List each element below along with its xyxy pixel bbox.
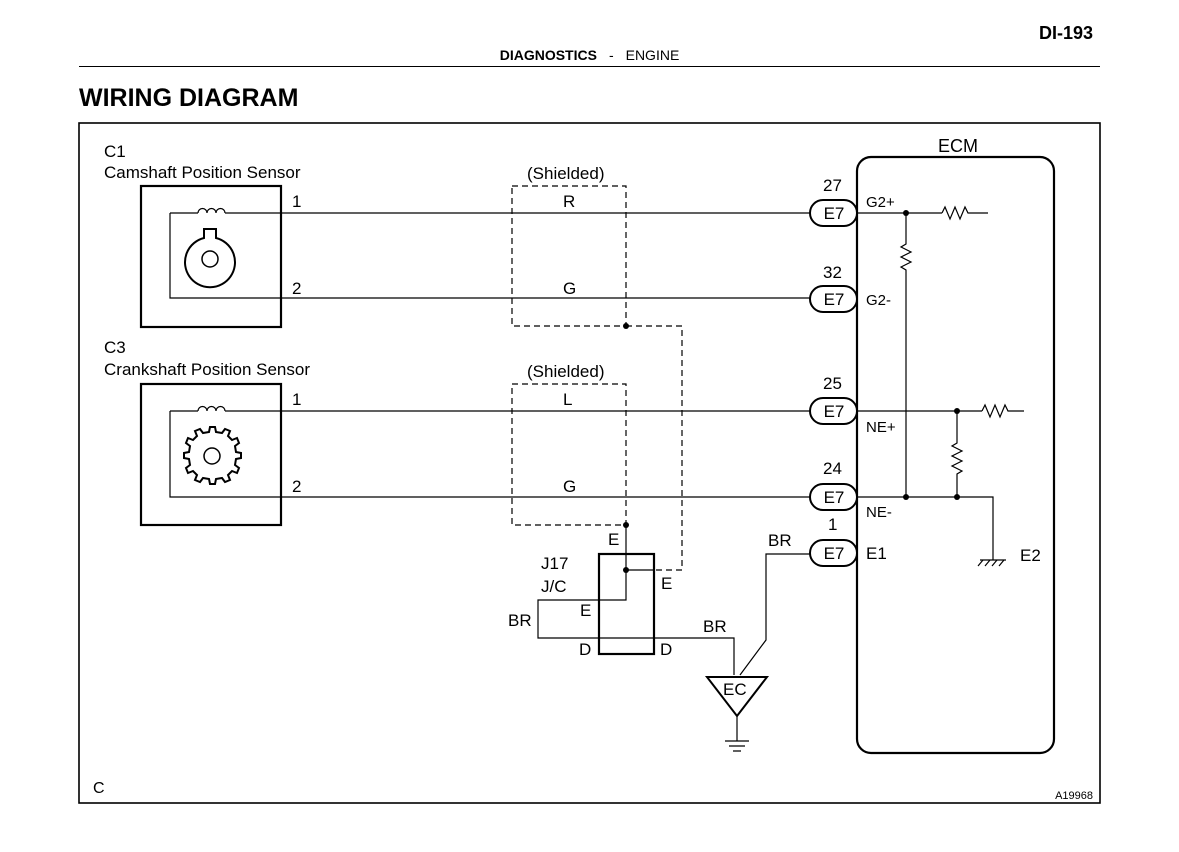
cam-shield-label: (Shielded): [527, 164, 605, 183]
header-section: DIAGNOSTICS: [499, 47, 597, 63]
ecm-internal-circuit: [857, 205, 1024, 560]
wire-e1-to-ec: [739, 553, 812, 676]
diagram-frame: [78, 122, 1101, 804]
connector-pin-number: 32: [823, 263, 842, 282]
g2-pull-resistor-icon: [899, 213, 913, 497]
cam-pin1-label: 1: [292, 192, 301, 211]
jc-pin-bottom-right-label: D: [660, 640, 672, 659]
crank-sensor-name: Crankshaft Position Sensor: [104, 360, 310, 379]
jc-pin-bottom-left-label: D: [579, 640, 591, 659]
ne-resistor-icon: [981, 403, 1024, 419]
crank-wire1-color: L: [563, 390, 572, 409]
cam-sensor-box: [139, 184, 283, 329]
connector-code: E7: [824, 402, 845, 421]
cam-sensor-code: C1: [104, 142, 126, 161]
connector-pin-number: 25: [823, 374, 842, 393]
jc-code: J17: [541, 554, 568, 573]
jc-pin-top-label: E: [608, 530, 619, 549]
terminal-label: NE+: [866, 419, 896, 436]
terminal-label: NE-: [866, 504, 892, 521]
crank-sensor-coil-icon: [169, 405, 506, 498]
page-title: WIRING DIAGRAM: [79, 84, 299, 112]
e1-wire-color: BR: [768, 531, 792, 550]
header-separator: -: [608, 47, 614, 63]
cam-wire2-color: G: [563, 279, 576, 298]
crank-wire2-color: G: [563, 477, 576, 496]
crank-rotor-icon: [183, 426, 242, 485]
ec-ground-triangle: [704, 676, 770, 718]
connector-pin-number: 24: [823, 459, 842, 478]
cam-shield-drain-wire: [626, 325, 683, 571]
cam-pin2-label: 2: [292, 279, 301, 298]
connector-code: E7: [824, 488, 845, 507]
ec-label: EC: [723, 680, 747, 699]
g2-resistor-icon: [941, 205, 988, 221]
jc-pin-left-label: E: [580, 601, 591, 620]
terminal-label: G2-: [866, 292, 891, 309]
connector-code: E7: [824, 204, 845, 223]
connector-e7-g2minus: 32 E7 G2-: [809, 263, 891, 313]
cam-wire1-color: R: [563, 192, 575, 211]
cam-rotor-icon: [184, 228, 236, 289]
crank-shield-drain-wire: [537, 525, 627, 639]
connector-code: E7: [824, 544, 845, 563]
page-header: DIAGNOSTICS-ENGINE: [0, 47, 1179, 63]
cam-sensor-coil-icon: [169, 207, 506, 299]
connector-code: E7: [824, 290, 845, 309]
jc-pin-right-top-label: E: [661, 574, 672, 593]
cam-sensor-name: Camshaft Position Sensor: [104, 163, 301, 182]
corner-label: C: [93, 780, 105, 797]
crank-pin1-label: 1: [292, 390, 301, 409]
wire-jc-to-ec: [655, 637, 735, 675]
connector-e7-neminus: 24 E7 NE-: [809, 459, 892, 521]
crank-shield-label: (Shielded): [527, 362, 605, 381]
connector-e7-neplus: 25 E7 NE+: [809, 374, 896, 436]
cam-shield-box: [511, 185, 627, 327]
terminal-label: G2+: [866, 194, 895, 211]
e2-ground-icon: [977, 559, 1006, 567]
crank-pin2-label: 2: [292, 477, 301, 496]
ecm-label: ECM: [938, 136, 978, 156]
e2-label: E2: [1020, 546, 1041, 565]
connector-e7-e1: 1 E7 E1: [809, 515, 887, 567]
connector-pin-number: 27: [823, 176, 842, 195]
jc-left-wire-color: BR: [508, 611, 532, 630]
ecm-box: [855, 155, 1056, 755]
ne-pull-resistor-icon: [950, 411, 964, 497]
page-number: DI-193: [1038, 23, 1093, 43]
header-rule: [79, 66, 1100, 67]
terminal-label: E1: [866, 544, 887, 563]
jc-name: J/C: [541, 577, 567, 596]
crank-sensor-code: C3: [104, 338, 126, 357]
header-subsection: ENGINE: [625, 47, 680, 63]
figure-id: A19968: [1055, 790, 1093, 802]
ec-ground-icon: [725, 716, 749, 752]
jc-box: [597, 552, 656, 656]
connector-pin-number: 1: [828, 515, 837, 534]
crank-sensor-box: [139, 382, 283, 527]
crank-shield-box: [511, 383, 627, 526]
jc-right-wire-color: BR: [703, 617, 727, 636]
connector-e7-g2plus: 27 E7 G2+: [809, 176, 895, 227]
